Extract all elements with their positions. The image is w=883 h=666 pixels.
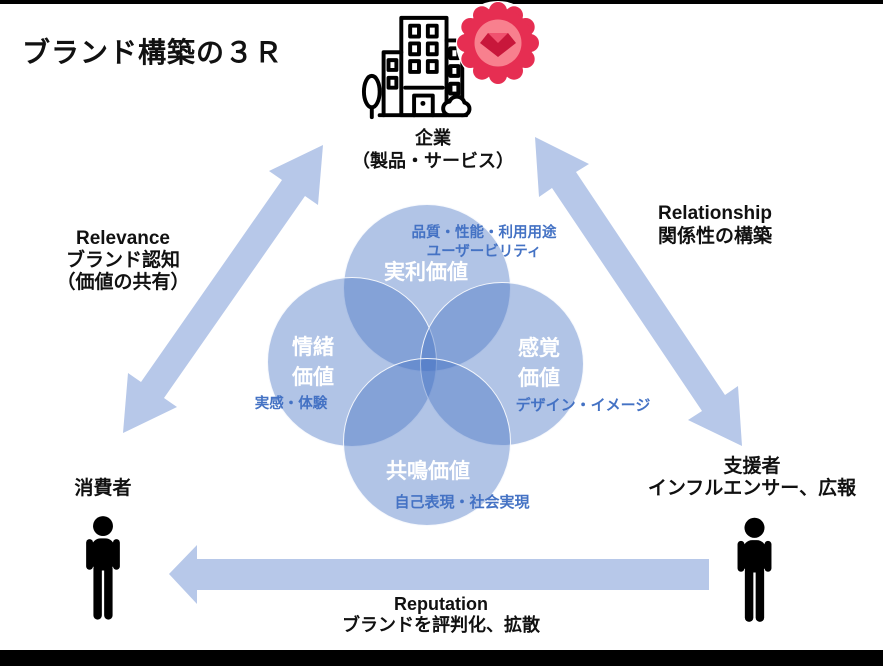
consumer-label: 消費者: [74, 478, 132, 499]
annotation-kyoumei: 自己表現・社会実現: [394, 494, 530, 511]
consumer-person-icon: [86, 516, 120, 620]
reputation-label-block: Reputation ブランドを評判化、拡散: [342, 594, 540, 635]
reputation-left-arrow: [169, 545, 709, 604]
venn-circle-kyoumei: [343, 358, 511, 526]
top-border-bar: [0, 0, 883, 4]
gem-badge-icon: [456, 1, 540, 85]
annotation-jitsuri: 品質・性能・利用用途 ユーザービリティ: [411, 225, 557, 260]
venn-label-jitsuri: 実利価値: [384, 261, 468, 284]
building-icon: [361, 15, 472, 120]
relevance-label-block: Relevance ブランド認知 （価値の共有）: [56, 228, 190, 293]
supporter-person-icon: [737, 517, 772, 622]
relationship-double-arrow: [535, 137, 742, 446]
relevance-double-arrow: [123, 145, 323, 433]
annotation-joucho: 実感・体験: [254, 396, 328, 412]
company-sublabel: （製品・サービス）: [352, 151, 514, 171]
reputation-title: Reputation: [394, 594, 488, 614]
venn-label-joucho: 情緒 価値: [292, 336, 334, 389]
company-label: 企業: [415, 128, 451, 148]
supporter-label-block: 支援者 インフルエンサー、広報: [647, 456, 857, 499]
annotation-kankaku: デザイン・イメージ: [515, 397, 651, 414]
venn-label-kyoumei: 共鳴価値: [386, 460, 470, 483]
page-title: ブランド構築の３Ｒ: [22, 37, 284, 68]
relevance-title: Relevance: [75, 228, 171, 249]
bottom-border-bar: [0, 650, 883, 666]
relationship-label-block: Relationship 関係性の構築: [658, 203, 773, 247]
company-label-block: 企業 （製品・サービス）: [352, 127, 514, 173]
relationship-title: Relationship: [658, 203, 773, 224]
venn-label-kankaku: 感覚 価値: [518, 337, 560, 390]
